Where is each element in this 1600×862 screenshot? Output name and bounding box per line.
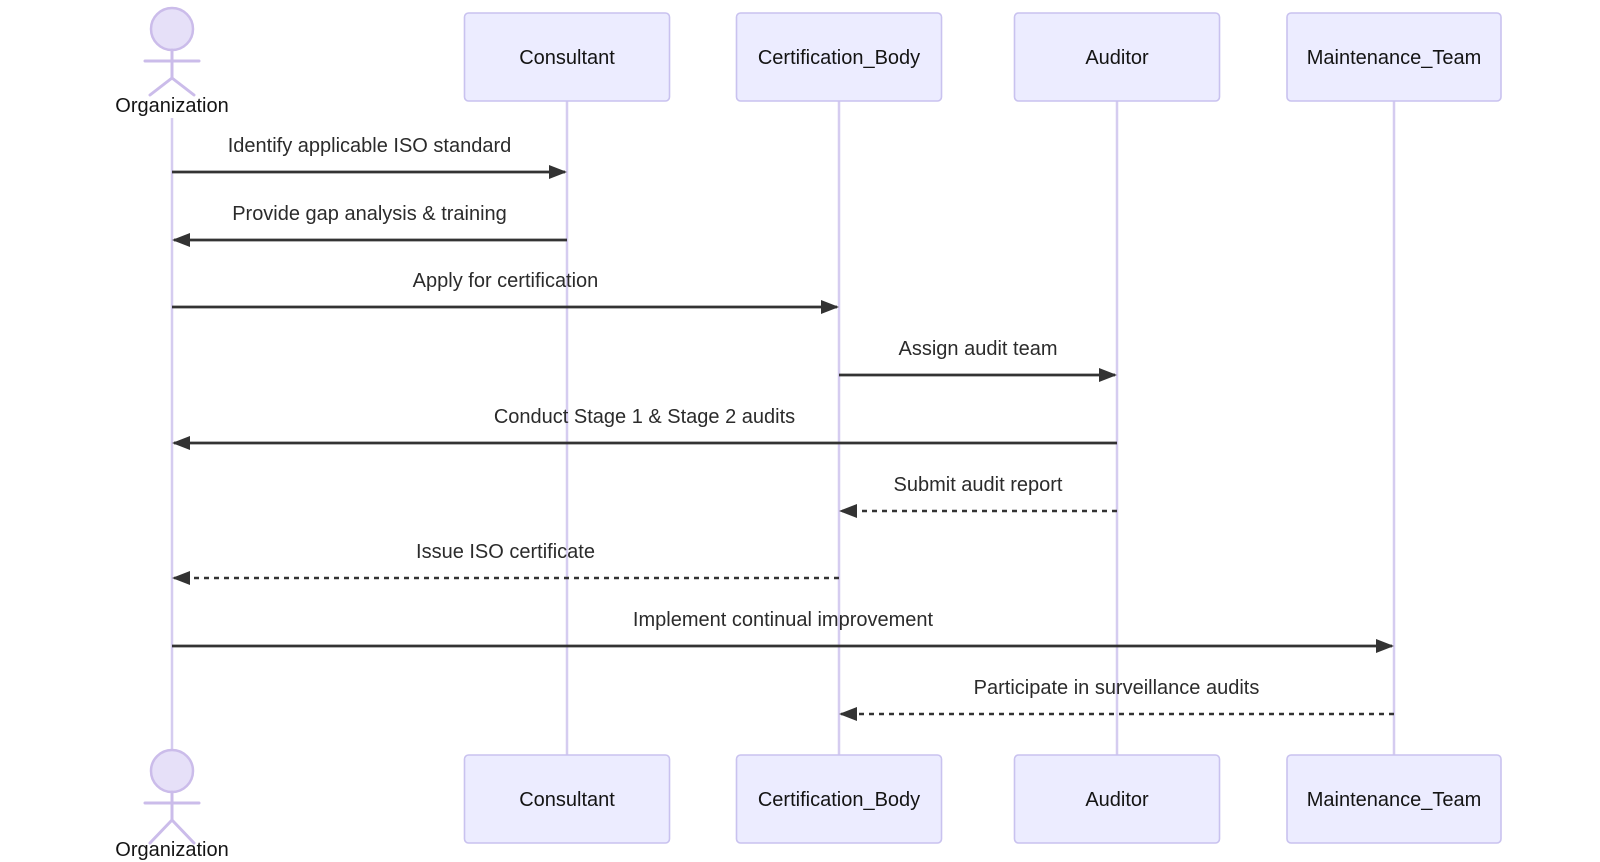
message-label-7: Issue ISO certificate bbox=[416, 541, 595, 563]
message-label-8: Implement continual improvement bbox=[633, 609, 934, 631]
participant-auditor-bottom: Auditor bbox=[1013, 754, 1221, 844]
message-7: Issue ISO certificate bbox=[172, 541, 839, 585]
participant-label-certification_body-top: Certification_Body bbox=[758, 47, 920, 69]
participant-label-consultant-bottom: Consultant bbox=[519, 789, 615, 811]
actor-leg-left-icon bbox=[148, 76, 174, 97]
message-label-6: Submit audit report bbox=[894, 474, 1063, 496]
message-2: Provide gap analysis & training bbox=[172, 203, 567, 247]
actor-leg-left-icon bbox=[148, 818, 174, 845]
message-label-5: Conduct Stage 1 & Stage 2 audits bbox=[494, 406, 795, 428]
message-label-4: Assign audit team bbox=[899, 338, 1058, 360]
actor-head-icon bbox=[149, 6, 195, 52]
actor-label-organization-bottom: Organization bbox=[115, 839, 228, 861]
participant-certification_body-bottom: Certification_Body bbox=[735, 754, 943, 844]
message-6: Submit audit report bbox=[839, 474, 1117, 518]
actor-leg-right-icon bbox=[170, 76, 196, 97]
actor-head-icon bbox=[149, 748, 195, 794]
participant-box-maintenance_team-top bbox=[1286, 12, 1502, 102]
message-8: Implement continual improvement bbox=[172, 609, 1394, 653]
participant-label-maintenance_team-bottom: Maintenance_Team bbox=[1307, 789, 1482, 811]
participant-box-certification_body-top bbox=[735, 12, 943, 102]
participant-label-auditor-top: Auditor bbox=[1085, 47, 1149, 69]
participant-box-auditor-top bbox=[1013, 12, 1221, 102]
participant-box-consultant-top bbox=[463, 12, 671, 102]
participant-label-certification_body-bottom: Certification_Body bbox=[758, 789, 920, 811]
message-9: Participate in surveillance audits bbox=[839, 677, 1394, 721]
participant-consultant-bottom: Consultant bbox=[463, 754, 671, 844]
message-label-3: Apply for certification bbox=[413, 270, 599, 292]
message-1: Identify applicable ISO standard bbox=[172, 135, 567, 179]
participant-maintenance_team-top: Maintenance_Team bbox=[1286, 12, 1502, 102]
message-4: Assign audit team bbox=[839, 338, 1117, 382]
actor-leg-right-icon bbox=[170, 818, 196, 845]
participant-certification_body-top: Certification_Body bbox=[735, 12, 943, 102]
message-label-1: Identify applicable ISO standard bbox=[228, 135, 512, 157]
participant-label-consultant-top: Consultant bbox=[519, 47, 615, 69]
participant-box-auditor-bottom bbox=[1013, 754, 1221, 844]
participant-box-maintenance_team-bottom bbox=[1286, 754, 1502, 844]
participant-consultant-top: Consultant bbox=[463, 12, 671, 102]
actor-figure-organization-top: Organization bbox=[115, 6, 229, 117]
actor-figure-organization-bottom: Organization bbox=[115, 748, 229, 861]
participant-box-certification_body-bottom bbox=[735, 754, 943, 844]
participant-box-consultant-bottom bbox=[463, 754, 671, 844]
participant-label-maintenance_team-top: Maintenance_Team bbox=[1307, 47, 1482, 69]
message-5: Conduct Stage 1 & Stage 2 audits bbox=[172, 406, 1117, 450]
message-3: Apply for certification bbox=[172, 270, 839, 314]
actor-label-organization-top: Organization bbox=[115, 95, 228, 117]
message-label-9: Participate in surveillance audits bbox=[974, 677, 1260, 699]
participant-label-auditor-bottom: Auditor bbox=[1085, 789, 1149, 811]
participant-maintenance_team-bottom: Maintenance_Team bbox=[1286, 754, 1502, 844]
participant-auditor-top: Auditor bbox=[1013, 12, 1221, 102]
message-label-2: Provide gap analysis & training bbox=[232, 203, 507, 225]
